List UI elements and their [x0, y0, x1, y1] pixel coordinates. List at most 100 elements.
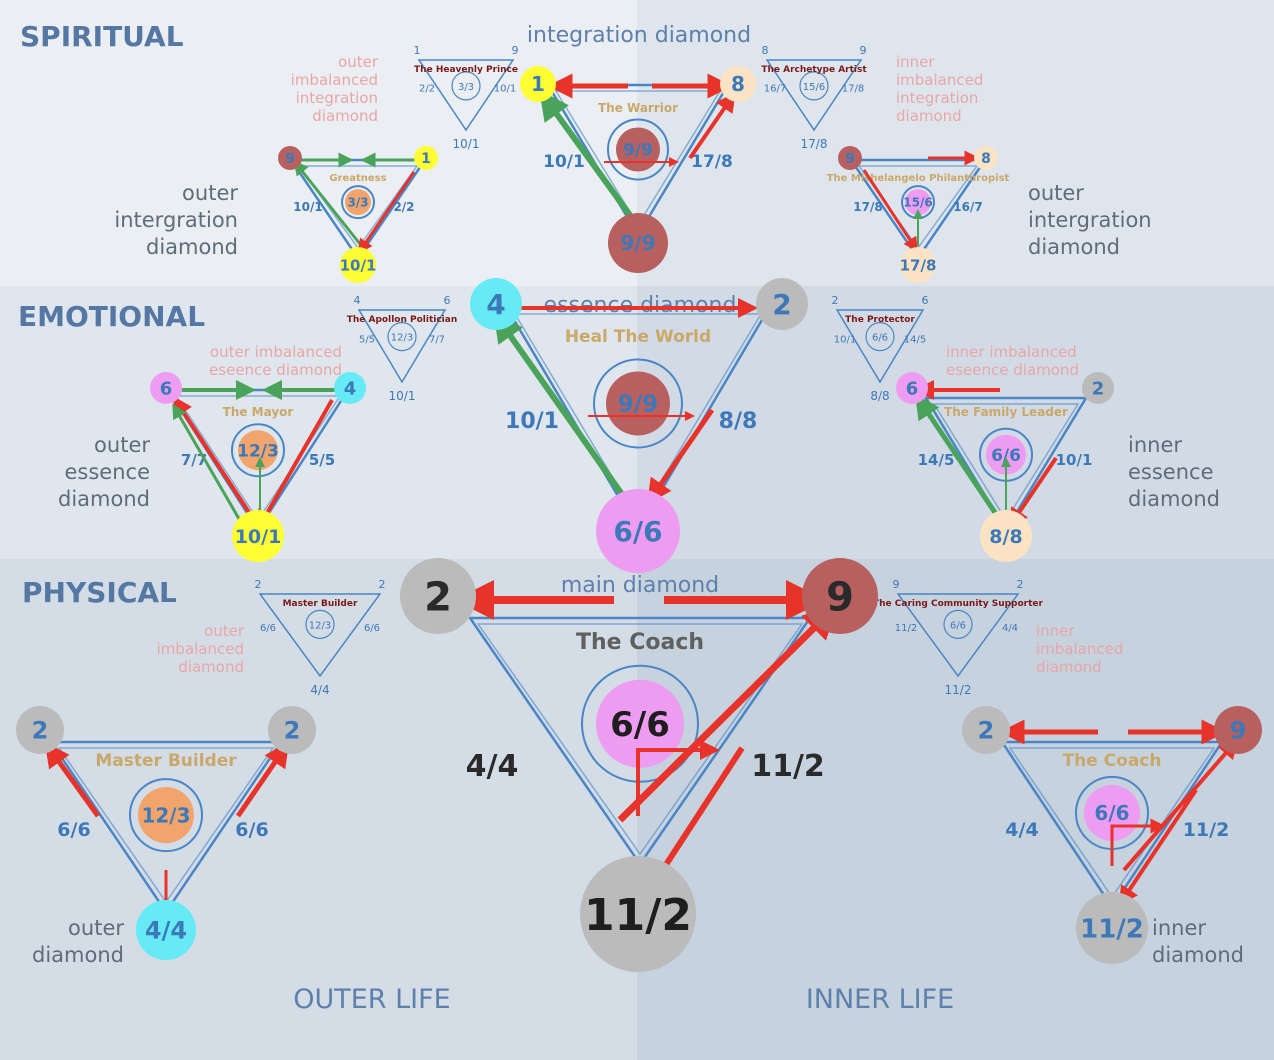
heavenly-prince-title: The Heavenly Prince	[414, 65, 518, 75]
coach-inner-arrow-center	[1110, 818, 1166, 866]
heal-world-tl-label: 4	[486, 288, 505, 321]
section-title-spiritual: SPIRITUAL	[20, 20, 184, 53]
michelangelo-bottom-label: 17/8	[900, 256, 937, 274]
coach-main-title: The Coach	[576, 630, 704, 655]
coach-inner-center: 6/6	[1094, 801, 1129, 825]
family-leader-red-diag	[1008, 456, 1058, 529]
master-builder-red-right	[235, 741, 290, 818]
master-builder-right: 6/6	[235, 819, 268, 841]
outer-imbalanced-integration-label-line-1: imbalanced	[291, 71, 378, 89]
apollon-triangle	[357, 309, 447, 384]
outer-diamond-label-line-1: diamond	[32, 943, 124, 967]
michelangelo-red-diag	[862, 169, 919, 253]
apollon-left: 5/5	[359, 334, 375, 345]
mayor-bottom-label: 10/1	[235, 526, 282, 548]
coach-main-tl-label: 2	[424, 574, 452, 620]
heavenly-prince-right: 10/1	[494, 84, 516, 95]
master-builder-title: Master Builder	[95, 751, 237, 771]
heal-world-bottom-node	[596, 489, 680, 573]
coach-inner-left: 4/4	[1005, 819, 1038, 841]
greatness-center-fill	[345, 189, 371, 216]
inner-integration-label-line-2: diamond	[1028, 235, 1120, 259]
family-leader-title: The Family Leader	[944, 405, 1068, 419]
outer-diamond-label-line-0: outer	[68, 916, 124, 940]
coach-main-bottom-node	[580, 856, 696, 972]
greatness-left: 10/1	[293, 200, 322, 214]
family-leader-inner-triangle	[932, 403, 1080, 522]
warrior-tl-label: 1	[531, 72, 545, 96]
greatness-right: 2/2	[393, 200, 414, 214]
michelangelo-tr-label: 8	[981, 151, 991, 167]
mayor-tl-label: 6	[160, 378, 173, 399]
caring-community-triangle	[896, 593, 1020, 678]
greatness-tl-label: 9	[285, 151, 295, 167]
warrior-tl-node	[520, 66, 556, 102]
inner-imbalanced-essence-label-line-1: eseence diamond	[946, 361, 1079, 379]
heal-world-tr-label: 2	[772, 288, 791, 321]
master-builder-small-center-ring	[305, 609, 335, 639]
heal-world-bottom-label: 6/6	[613, 515, 662, 548]
mayor-center-fill	[238, 430, 278, 471]
master-builder-tr-node	[268, 706, 316, 754]
mayor-bottom-node	[232, 510, 284, 562]
integration-diamond-label: integration diamond	[527, 23, 751, 48]
protector-title: The Protector	[845, 315, 915, 325]
caring-community-center-ring	[943, 609, 973, 639]
master-builder-small-triangle	[258, 593, 382, 678]
protector-triangle	[835, 309, 925, 384]
greatness-tl-node	[278, 146, 302, 170]
inner-imbalanced-label-line-1: imbalanced	[1036, 640, 1123, 658]
mayor-tl-node	[150, 372, 182, 404]
caring-community-tl: 9	[893, 578, 900, 591]
warrior-right: 17/8	[691, 152, 733, 172]
heavenly-prince-tr: 9	[512, 44, 519, 57]
mayor-tr-node	[334, 372, 366, 404]
main-diamond-label: main diamond	[561, 573, 719, 598]
michelangelo-tl-label: 9	[845, 151, 855, 167]
michelangelo-bottom-node	[900, 247, 936, 283]
archetype-artist-right: 17/8	[842, 84, 864, 95]
outer-essence-label-line-0: outer	[94, 433, 150, 457]
bg-physical-inner	[637, 559, 1274, 1060]
outer-imbalanced-label-line-1: imbalanced	[157, 640, 244, 658]
warrior-center: 9/9	[623, 141, 653, 161]
caring-community-bottom: 11/2	[945, 683, 972, 697]
outer-essence-label-line-1: essence	[65, 460, 151, 484]
family-leader-bottom-label: 8/8	[989, 526, 1022, 548]
master-builder-inner-triangle	[57, 747, 275, 904]
mayor-center: 12/3	[237, 441, 279, 461]
coach-main-right: 11/2	[751, 749, 825, 784]
family-leader-tl-node	[896, 372, 928, 404]
bg-physical-outer	[0, 559, 637, 1060]
coach-inner-tl-label: 2	[978, 717, 995, 745]
family-leader-right: 10/1	[1056, 451, 1093, 469]
protector-tl: 2	[832, 294, 839, 307]
greatness-tr-label: 1	[421, 151, 431, 167]
master-builder-center-fill	[138, 787, 194, 844]
coach-main-tr-node	[802, 558, 878, 634]
inner-imbalanced-integration-label-line-2: integration	[896, 89, 978, 107]
warrior-left: 10/1	[543, 152, 585, 172]
family-leader-green-diag	[915, 393, 1003, 522]
coach-inner-diag-down	[1118, 788, 1198, 907]
outer-integration-label-line-1: intergration	[114, 208, 238, 232]
coach-inner-title: The Coach	[1063, 751, 1162, 771]
inner-life-label: INNER LIFE	[806, 984, 954, 1015]
inner-imbalanced-label-line-2: diamond	[1036, 658, 1102, 676]
bg-spiritual-outer	[0, 0, 637, 286]
heal-world-left: 10/1	[505, 409, 559, 434]
heal-world-title: Heal The World	[565, 327, 711, 347]
inner-diamond-label-line-1: diamond	[1152, 943, 1244, 967]
greatness-bottom-node	[340, 247, 376, 283]
inner-integration-label-line-0: outer	[1028, 181, 1084, 205]
inner-diamond-label-line-0: inner	[1152, 916, 1206, 940]
protector-tr: 6	[922, 294, 929, 307]
heavenly-prince-bottom: 10/1	[453, 137, 480, 151]
heal-world-center-ring	[593, 358, 683, 449]
archetype-artist-title: The Archetype Artist	[761, 65, 867, 75]
inner-essence-label-line-2: diamond	[1128, 487, 1220, 511]
warrior-title: The Warrior	[598, 101, 678, 115]
heal-world-inner-triangle	[513, 313, 763, 522]
inner-imbalanced-integration-label-line-0: inner	[896, 53, 935, 71]
